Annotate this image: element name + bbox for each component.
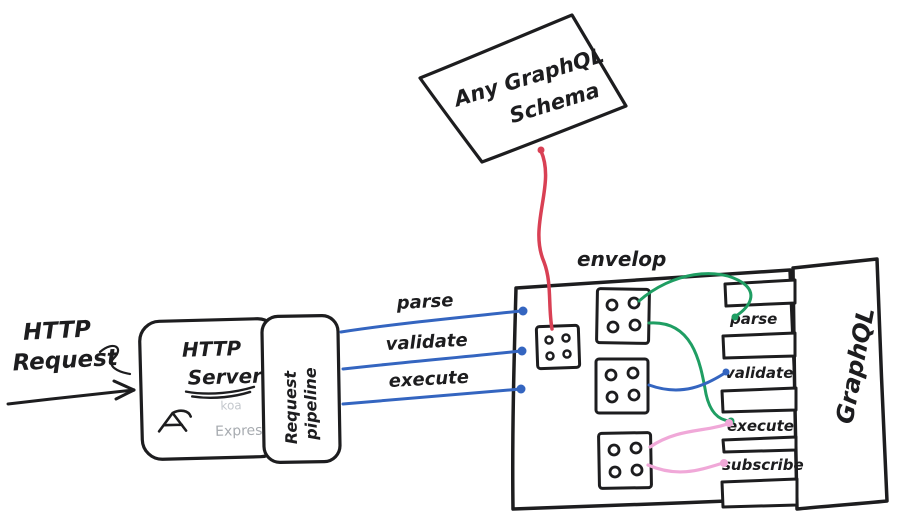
validate-call-label: validate <box>385 330 468 355</box>
http-request-line1: HTTP <box>22 316 91 346</box>
hook-green-execute <box>647 321 732 423</box>
hook-pink-subscribe <box>646 461 725 474</box>
parse-call-label: parse <box>395 290 454 314</box>
validate-line <box>341 349 523 371</box>
graphql-tooth-2 <box>721 331 797 360</box>
graphql-comb: parse validate execute subscribe GraphQL <box>720 257 889 511</box>
http-server-line2: Server <box>187 364 263 390</box>
execute-line <box>341 387 523 406</box>
schema-connector-line <box>537 149 554 331</box>
request-flourish <box>98 344 132 376</box>
request-pipeline-box <box>260 314 342 464</box>
request-arrow-line <box>6 388 136 406</box>
express-logo-icon <box>157 409 193 433</box>
hook-pink-execute-dot <box>725 419 733 427</box>
execute-call-label: execute <box>388 367 469 392</box>
request-arrowhead <box>112 379 136 401</box>
http-server-line1: HTTP <box>182 336 242 362</box>
validate-line-dot <box>517 346 527 356</box>
plugin-chip-3 <box>597 431 653 490</box>
graphql-tooth-5 <box>720 477 799 509</box>
execute-line-dot <box>516 384 526 394</box>
parse-line <box>339 309 523 334</box>
request-pipeline-line2: pipeline <box>301 367 321 441</box>
request-pipeline-line1: Request <box>281 369 301 444</box>
server-underline-scribble <box>184 385 256 400</box>
hook-green-parse <box>637 272 753 318</box>
plugin-chip-1 <box>595 287 651 345</box>
schema-note <box>418 13 628 164</box>
graphql-tooth-4 <box>721 435 798 454</box>
graphql-slot-parse: parse <box>729 310 777 328</box>
hook-pink-subscribe-dot <box>720 459 728 467</box>
graphql-tooth-1 <box>723 278 797 308</box>
hook-pink-execute <box>648 422 729 449</box>
envelop-label: envelop <box>577 247 666 271</box>
plugin-chip-2 <box>594 357 650 415</box>
plugin-chip-small <box>534 323 582 371</box>
hook-green-parse-dot <box>731 313 739 321</box>
graphql-slot-execute: execute <box>727 417 794 435</box>
graphql-tooth-3 <box>720 386 798 414</box>
hook-blue-validate <box>647 371 727 392</box>
express-label: Express <box>215 422 270 439</box>
graphql-slot-validate: validate <box>725 364 793 382</box>
koa-label: koa <box>220 398 242 413</box>
schema-connector-dot <box>537 146 545 154</box>
parse-line-dot <box>518 306 528 316</box>
graphql-slot-subscribe: subscribe <box>722 456 804 474</box>
hook-blue-validate-dot <box>722 368 730 376</box>
